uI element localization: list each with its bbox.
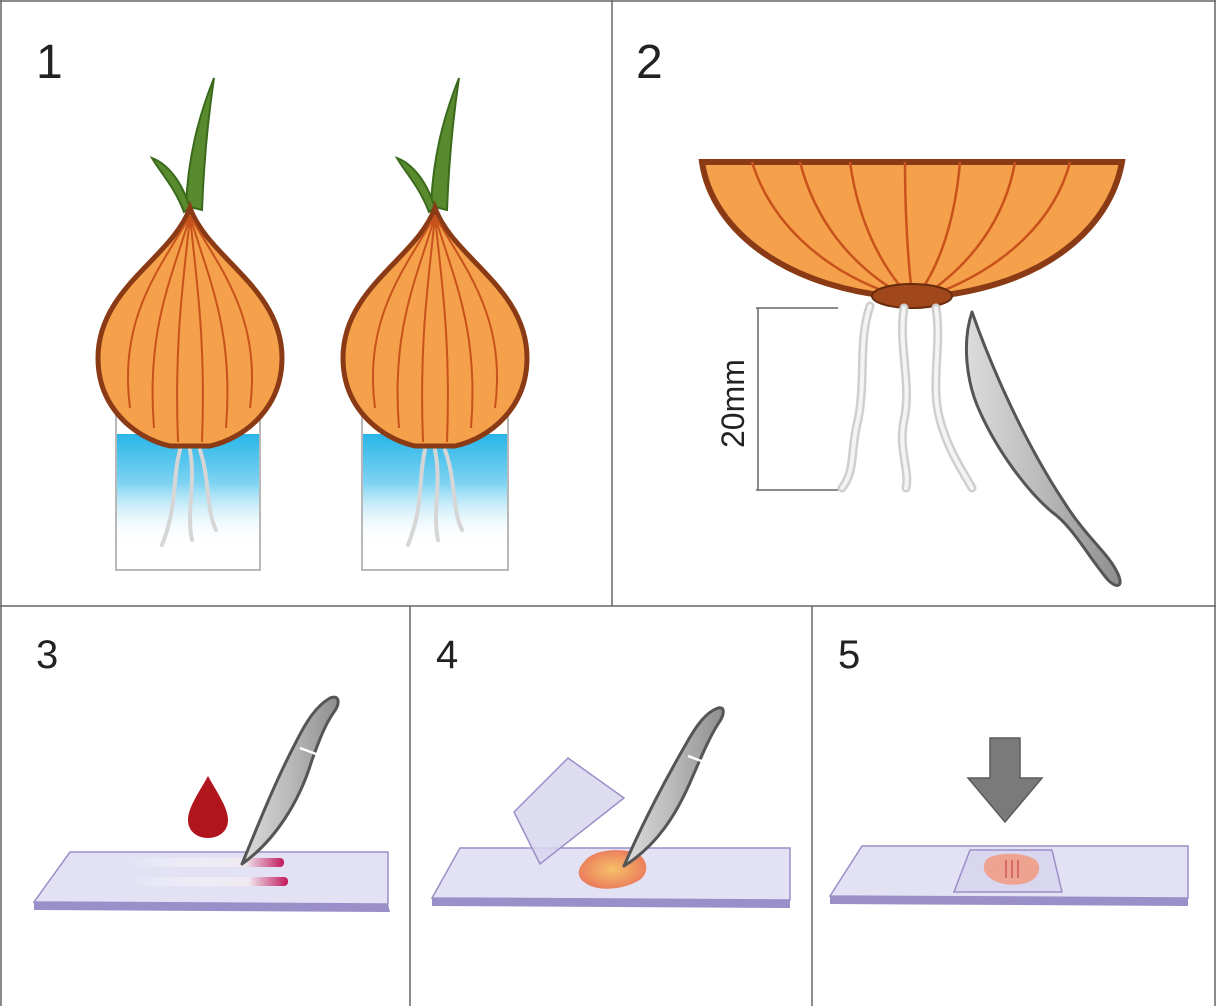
stain-drop-icon xyxy=(188,776,228,838)
onion-bulb-icon xyxy=(343,78,527,446)
panel-3: 3 xyxy=(34,633,390,912)
root-tip-streak xyxy=(128,858,284,867)
panel-number-3: 3 xyxy=(36,633,58,677)
scalpel-icon xyxy=(242,697,338,864)
scalpel-icon xyxy=(966,312,1120,585)
panel-number-1: 1 xyxy=(36,36,63,89)
onion-bulb-icon xyxy=(702,162,1122,308)
panel-4: 4 xyxy=(432,633,790,908)
panel-number-2: 2 xyxy=(636,36,663,89)
panel-5: 5 xyxy=(830,633,1188,906)
root-tip-streak xyxy=(130,877,288,886)
measurement-label: 20mm xyxy=(715,359,751,448)
panel-1: 1 xyxy=(36,36,527,570)
onion-bulb-icon xyxy=(98,78,282,446)
panel-2: 2 xyxy=(636,36,1122,585)
measurement-bracket xyxy=(756,308,838,490)
scalpel-icon xyxy=(624,708,723,866)
panel-number-4: 4 xyxy=(436,633,458,677)
panel-number-5: 5 xyxy=(838,633,860,677)
down-arrow-icon xyxy=(968,738,1042,822)
